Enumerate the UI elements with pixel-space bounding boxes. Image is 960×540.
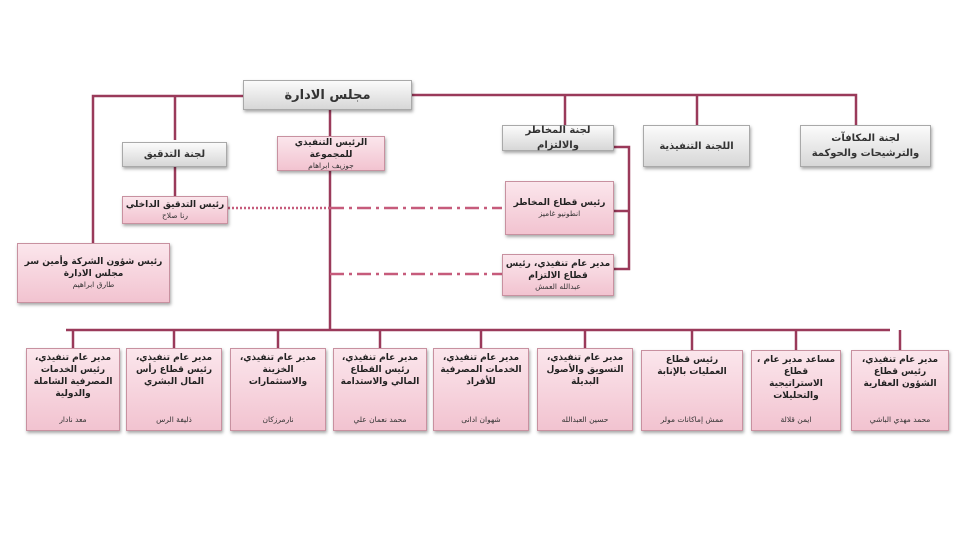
executive-box-marketing[interactable]: مدير عام تنفيذي، التسويق والأصول البديلة…	[537, 348, 633, 431]
committee-audit-box[interactable]: لجنة التدقيق	[122, 142, 227, 167]
risk-head-box[interactable]: رئيس قطاع المخاطر انطونيو غاميز	[505, 181, 614, 235]
internal-audit-name: رنا صلاح	[161, 211, 189, 220]
committee-executive-box[interactable]: اللجنة التنفيذية	[643, 125, 750, 167]
group-ceo-name: جوزيف ابراهام	[308, 160, 354, 170]
board-title: مجلس الادارة	[284, 87, 371, 103]
executive-box-retail[interactable]: مدير عام تنفيذي، الخدمات المصرفية للأفرا…	[433, 348, 529, 431]
executive-title: مدير عام تنفيذي، رئيس القطاع المالي والا…	[340, 353, 420, 387]
executive-name: شهوان ادانى	[461, 415, 501, 424]
corporate-affairs-box[interactable]: رئيس شؤون الشركة وأمين سر مجلس الادارة ط…	[17, 243, 170, 303]
executive-title: مساعد مدير عام ، قطاع الاستراتيجية والتح…	[756, 355, 836, 401]
executive-title: مدير عام تنفيذي، الخدمات المصرفية للأفرا…	[440, 353, 522, 387]
committee-executive-label: اللجنة التنفيذية	[659, 140, 734, 152]
executive-box-operations[interactable]: رئيس قطاع العمليات بالإنابة ممش إماكانات…	[641, 350, 743, 431]
internal-audit-box[interactable]: رئيس التدقيق الداخلي رنا صلاح	[122, 196, 228, 224]
compliance-name: عبدالله العمش	[535, 282, 581, 291]
compliance-title: مدير عام تنفيذي، رئيس قطاع الالتزام	[505, 259, 611, 281]
executive-title: مدير عام تنفيذي، رئيس الخدمات المصرفية ا…	[33, 353, 113, 399]
executive-title: مدير عام تنفيذي، التسويق والأصول البديلة	[546, 353, 624, 387]
committee-remuneration-label: لجنة المكافآت والترشيحات والحوكمة	[811, 133, 920, 159]
executive-box-wholesale[interactable]: مدير عام تنفيذي، رئيس الخدمات المصرفية ا…	[26, 348, 120, 431]
board-of-directors-box[interactable]: مجلس الادارة	[243, 80, 412, 110]
committee-audit-label: لجنة التدقيق	[143, 149, 206, 160]
compliance-box[interactable]: مدير عام تنفيذي، رئيس قطاع الالتزام عبدا…	[502, 254, 614, 296]
executive-name: حسين العبدالله	[561, 415, 609, 424]
executive-name: ايمن قلالة	[780, 415, 812, 424]
group-ceo-box[interactable]: الرئيس التنفيذي للمجموعة جوزيف ابراهام	[277, 136, 385, 171]
executive-name: ممش إماكانات مولر	[660, 415, 724, 424]
internal-audit-title: رئيس التدقيق الداخلي	[125, 200, 225, 210]
risk-head-name: انطونيو غاميز	[538, 209, 581, 218]
corporate-affairs-title: رئيس شؤون الشركة وأمين سر مجلس الادارة	[24, 257, 163, 279]
executive-box-finance[interactable]: مدير عام تنفيذي، رئيس القطاع المالي والا…	[333, 348, 427, 431]
committee-risk-label: لجنة المخاطر والالتزام	[525, 125, 591, 151]
connector-board-committees-right	[412, 93, 858, 125]
executive-box-human-capital[interactable]: مدير عام تنفيذي، رئيس قطاع رأس المال الب…	[126, 348, 222, 431]
group-ceo-title: الرئيس التنفيذي للمجموعة	[294, 137, 368, 160]
connector-board-left	[91, 94, 243, 243]
executive-box-treasury[interactable]: مدير عام تنفيذي، الخزينة والاستثمارات نا…	[230, 348, 326, 431]
executive-title: مدير عام تنفيذي، الخزينة والاستثمارات	[239, 353, 317, 387]
executive-name: محمد نعمان علي	[353, 415, 407, 424]
risk-head-title: رئيس قطاع المخاطر	[513, 198, 606, 208]
executive-box-real-estate[interactable]: مدير عام تنفيذي، رئيس قطاع الشؤون العقار…	[851, 350, 949, 431]
executive-title: رئيس قطاع العمليات بالإنابة	[657, 355, 727, 377]
executive-name: نارمرزكان	[262, 415, 294, 424]
committee-risk-box[interactable]: لجنة المخاطر والالتزام	[502, 125, 614, 151]
corporate-affairs-name: طارق ابراهيم	[72, 280, 115, 289]
executive-name: محمد مهدي الباشي	[869, 415, 931, 424]
committee-remuneration-box[interactable]: لجنة المكافآت والترشيحات والحوكمة	[800, 125, 931, 167]
executive-box-strategy[interactable]: مساعد مدير عام ، قطاع الاستراتيجية والتح…	[751, 350, 841, 431]
executive-title: مدير عام تنفيذي، رئيس قطاع رأس المال الب…	[135, 353, 213, 387]
connector-risk-committee	[614, 145, 631, 271]
executive-name: ذليفة الرس	[156, 415, 192, 424]
executive-name: معد نادار	[59, 415, 87, 424]
executive-title: مدير عام تنفيذي، رئيس قطاع الشؤون العقار…	[861, 355, 939, 389]
